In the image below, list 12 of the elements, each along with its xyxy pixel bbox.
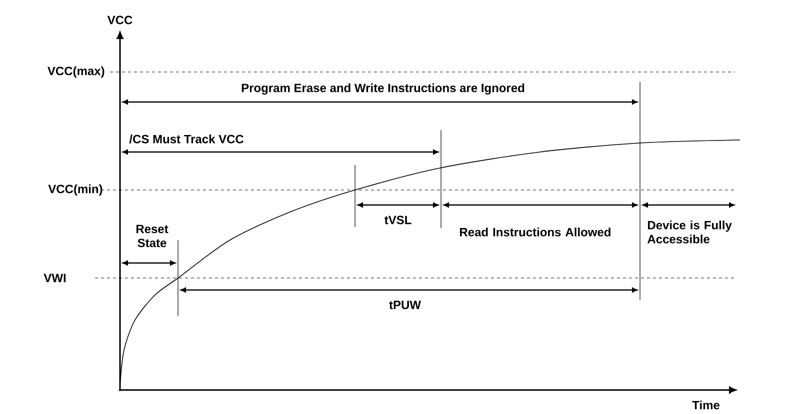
level-label: VCC(max) — [48, 66, 104, 78]
level-label: VCC(min) — [48, 184, 102, 196]
axis-label: Time — [692, 400, 720, 410]
dimension-label: Device is Fully Accessible — [648, 220, 732, 244]
dimension-label: tPUW — [389, 300, 421, 310]
axis-label: VCC — [107, 16, 132, 24]
dimension-label: /CS Must Track VCC — [129, 134, 244, 144]
dimension-label: Reset State — [136, 224, 168, 248]
dimension-label: Program Erase and Write Instructions are Ignored — [242, 83, 524, 95]
level-label: VWI — [44, 274, 66, 282]
dimension-label: tVSL — [384, 216, 412, 224]
dimension-label: Read Instructions Allowed — [460, 228, 610, 236]
